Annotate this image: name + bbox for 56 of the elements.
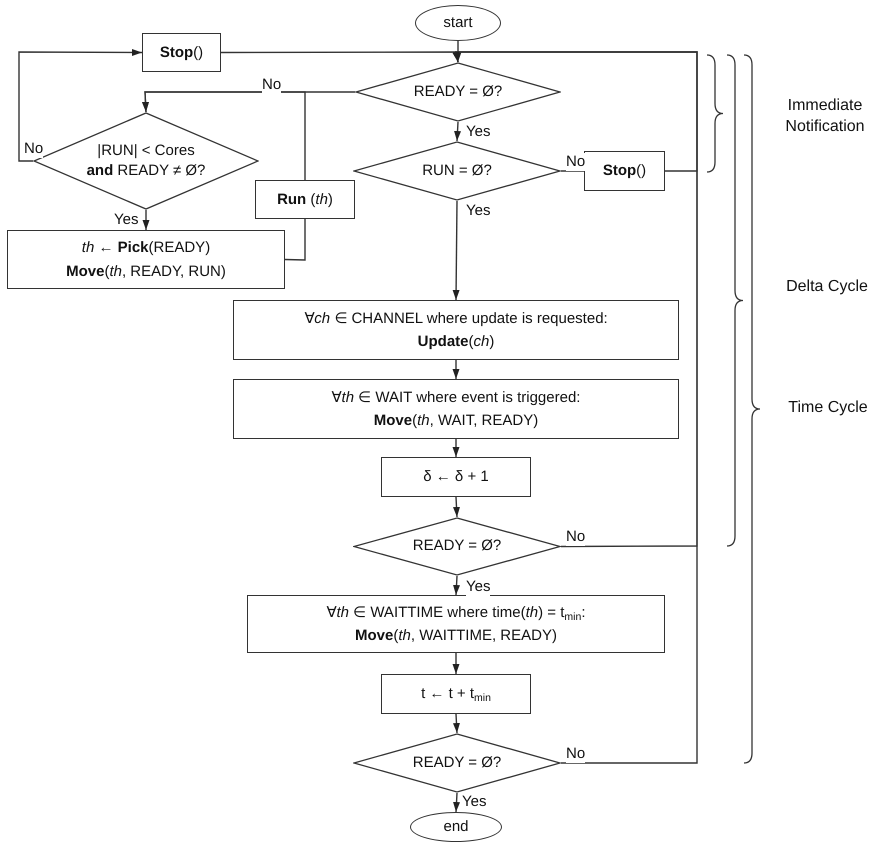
- process-box: [233, 379, 679, 439]
- arrow: [452, 360, 460, 379]
- condition-text: READY = Ø?: [412, 536, 502, 556]
- decision-diamond: [353, 733, 561, 793]
- decision-diamond: [355, 62, 561, 122]
- arrow: [453, 576, 460, 596]
- process-box: [247, 595, 665, 653]
- terminal-text: end: [443, 817, 469, 838]
- process-text: Run (th): [277, 190, 333, 210]
- process-text: ∀th ∈ WAITTIME where time(th) = t$_{min}$:: [326, 602, 586, 624]
- arrow: [453, 496, 460, 518]
- arrow: [142, 210, 150, 230]
- arrow: [452, 653, 460, 674]
- arrow: [142, 91, 306, 180]
- edge-label: No: [566, 745, 586, 763]
- bracket-label: Time Cycle: [787, 398, 869, 418]
- process-text: th ← Pick(READY): [82, 238, 210, 258]
- process-text: Update(ch): [418, 332, 494, 352]
- arrow: [454, 41, 462, 62]
- arrow: [452, 439, 460, 457]
- process-box: [381, 674, 531, 714]
- process-box: [584, 151, 665, 191]
- condition-text: READY = Ø?: [414, 82, 502, 102]
- edge-label: No: [24, 140, 44, 158]
- decision-diamond: [353, 141, 561, 201]
- arrow: [452, 51, 698, 764]
- arrow: [453, 792, 460, 812]
- process-box: [7, 230, 285, 289]
- edge-label: Yes: [466, 578, 490, 596]
- condition-text: |RUN| < Cores and READY ≠ Ø?: [86, 140, 206, 181]
- condition-text: RUN = Ø?: [422, 160, 492, 181]
- process-text: δ ← δ + 1: [423, 467, 489, 488]
- process-text: Stop(): [160, 42, 204, 63]
- process-box: [142, 33, 221, 72]
- arrow: [454, 122, 462, 142]
- bracket-label: Immediate Notification: [784, 96, 866, 137]
- bracket-label: Delta Cycle: [785, 277, 869, 297]
- process-text: Move(th, WAITTIME, READY): [355, 626, 557, 646]
- arrow: [452, 714, 460, 734]
- process-text: ∀th ∈ WAIT where event is triggered:: [332, 388, 580, 408]
- edge-label: No: [262, 76, 282, 94]
- arrow: [452, 201, 460, 300]
- process-text: Move(th, READY, RUN): [66, 262, 226, 282]
- decision-diamond: [353, 517, 561, 576]
- arrow: [18, 48, 142, 162]
- process-box: [255, 180, 355, 219]
- process-text: Stop(): [602, 161, 646, 182]
- process-text: ∀ch ∈ CHANNEL where update is requested:: [304, 308, 608, 329]
- terminal-text: start: [443, 13, 473, 34]
- condition-text: READY = Ø?: [412, 752, 502, 773]
- process-box: [233, 300, 679, 360]
- process-box: [381, 457, 531, 497]
- process-text: t ← t + t$_{min}$: [421, 684, 491, 706]
- process-text: Move(th, WAIT, READY): [374, 411, 538, 431]
- edge-label: No: [566, 153, 586, 171]
- edge-label: No: [566, 528, 586, 546]
